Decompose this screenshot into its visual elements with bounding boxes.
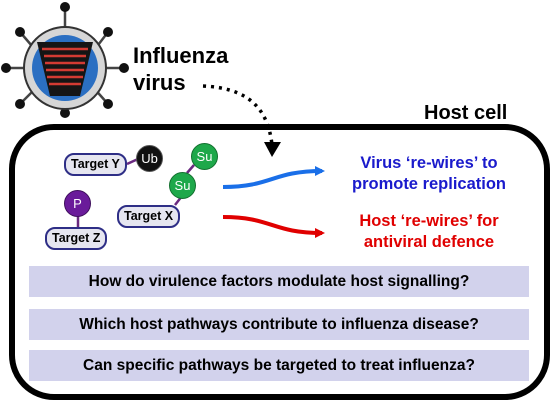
host-cell-label: Host cell <box>424 102 508 124</box>
question-targeted-treatment: Can specific pathways be targeted to tre… <box>29 350 529 381</box>
su-link-2 <box>186 164 195 174</box>
host-rewire-line2: antiviral defence <box>363 233 495 251</box>
infection-arrowhead <box>264 142 281 157</box>
virus-rewire-arrow <box>222 166 325 189</box>
host-rewire-arrow <box>222 215 325 238</box>
ubiquitin-badge: Ub <box>136 145 163 172</box>
question-host-pathways: Which host pathways contribute to influe… <box>29 309 529 340</box>
infection-dotted-arrow <box>202 84 274 146</box>
influenza-virus-icon <box>1 2 129 118</box>
virus-rewire-line1: Virus ‘re-wires’ to <box>360 154 498 172</box>
virus-rewire-line2: promote replication <box>351 175 507 193</box>
target-z-box: Target Z <box>45 227 108 250</box>
sumo-badge-bottom: Su <box>169 172 196 199</box>
phospho-badge: P <box>64 190 91 217</box>
host-rewire-text: Host ‘re-wires’ for antiviral defence <box>334 211 524 253</box>
host-rewire-line1: Host ‘re-wires’ for <box>359 212 499 230</box>
target-y-box: Target Y <box>64 153 127 176</box>
sumo-badge-top: Su <box>191 143 218 170</box>
virus-label-line2: virus <box>133 70 186 95</box>
virus-label-line1: Influenza <box>133 43 229 68</box>
target-x-box: Target X <box>117 205 181 228</box>
influenza-virus-label: Influenza virus <box>133 42 228 96</box>
virus-rewire-text: Virus ‘re-wires’ to promote replication <box>334 153 524 195</box>
question-virulence-factors: How do virulence factors modulate host s… <box>29 266 529 297</box>
